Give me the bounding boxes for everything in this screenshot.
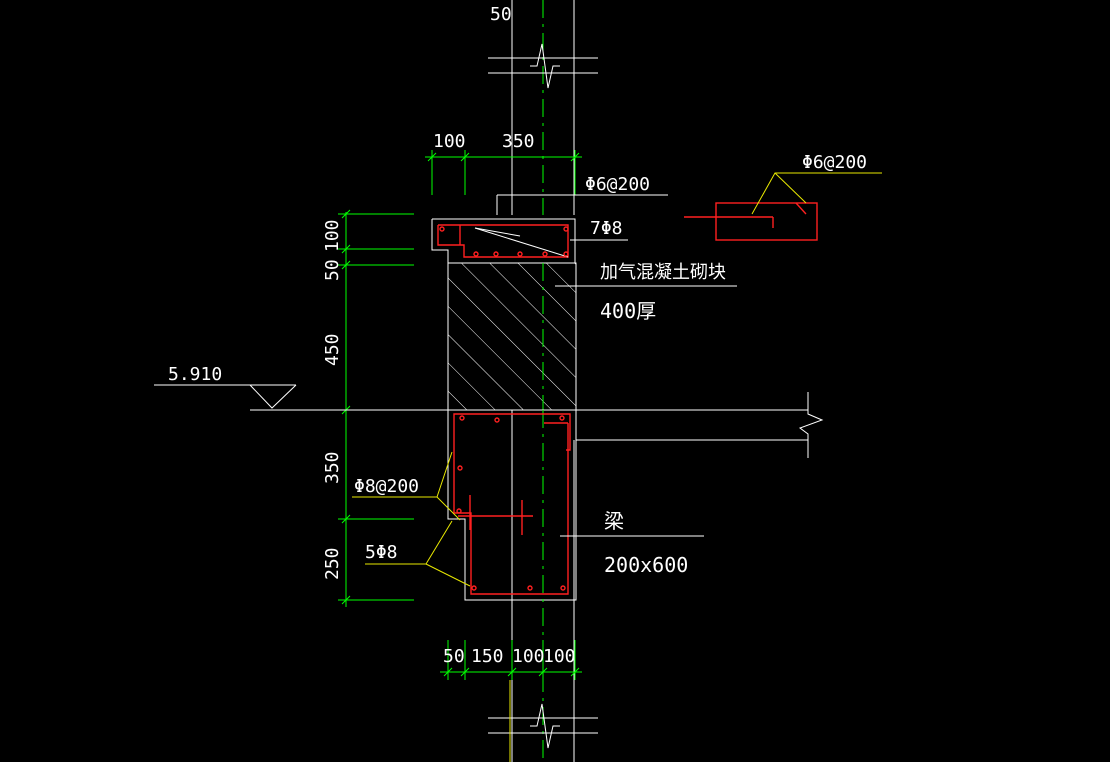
beam-leaders bbox=[352, 451, 471, 587]
bottom-dimension bbox=[440, 640, 582, 680]
aerated-block bbox=[447, 262, 577, 411]
label-block-name: 加气混凝土砌块 bbox=[600, 262, 726, 283]
elevation-marker bbox=[154, 384, 448, 411]
label-stirrup-top: Φ6@200 bbox=[585, 174, 650, 195]
label-beam-bars: 5Φ8 bbox=[365, 542, 398, 563]
dim-v-450: 450 bbox=[322, 333, 343, 366]
label-elevation: 5.910 bbox=[168, 364, 222, 385]
beam-section bbox=[447, 409, 577, 762]
coping-beam bbox=[431, 194, 580, 264]
break-symbol-top bbox=[530, 43, 560, 89]
dim-v-50: 50 bbox=[322, 259, 343, 281]
stirrup-detail bbox=[684, 172, 882, 241]
dim-bot-150: 150 bbox=[471, 646, 504, 667]
dim-top-350: 350 bbox=[502, 131, 535, 152]
dim-v-250: 250 bbox=[322, 547, 343, 580]
dim-bot-50: 50 bbox=[443, 646, 465, 667]
dim-bot-100b: 100 bbox=[543, 646, 576, 667]
dim-top-100: 100 bbox=[433, 131, 466, 152]
dim-bot-100a: 100 bbox=[512, 646, 545, 667]
label-stirrup-detail: Φ6@200 bbox=[802, 152, 867, 173]
top-dimension bbox=[425, 150, 582, 195]
label-block-thick: 400厚 bbox=[600, 299, 656, 323]
label-top-bars: 7Φ8 bbox=[590, 218, 623, 239]
label-beam-name: 梁 bbox=[604, 509, 624, 533]
label-beam-size: 200x600 bbox=[604, 553, 688, 577]
label-beam-stirrup: Φ8@200 bbox=[354, 476, 419, 497]
dim-v-100: 100 bbox=[322, 219, 343, 252]
upper-wall bbox=[488, 0, 598, 215]
floor-slab bbox=[576, 392, 824, 458]
lower-wall-break bbox=[488, 680, 598, 762]
dim-top-break: 50 bbox=[490, 4, 512, 25]
dim-v-350: 350 bbox=[322, 451, 343, 484]
